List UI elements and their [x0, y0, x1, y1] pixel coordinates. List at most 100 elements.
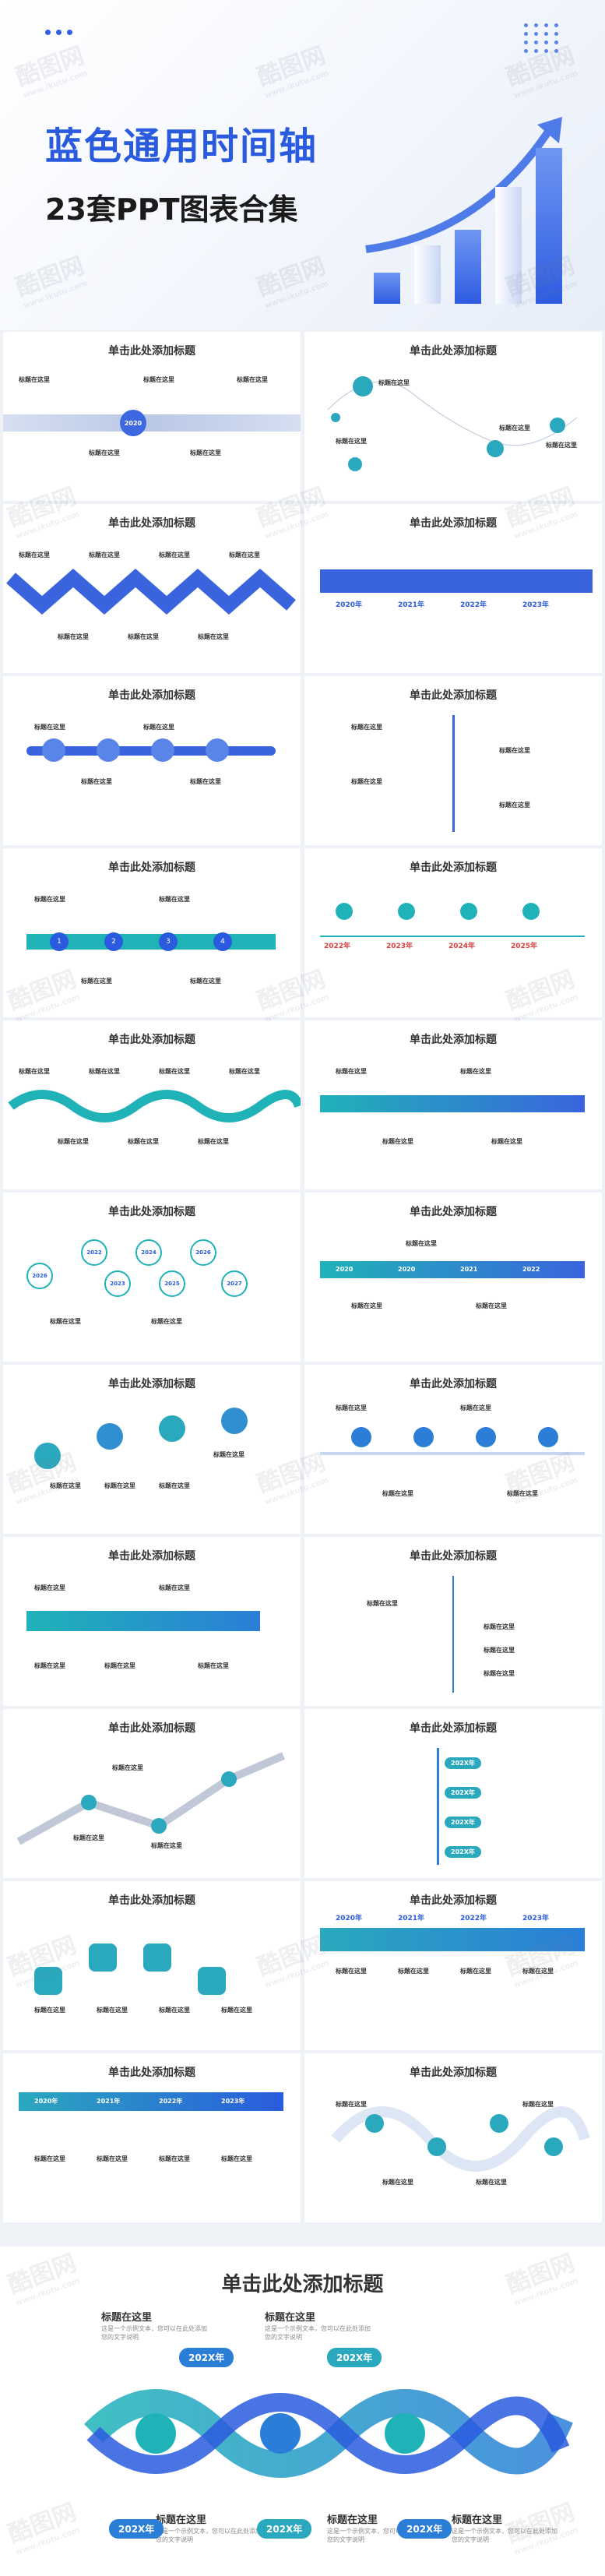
- item-label: 标题在这里: [159, 1482, 190, 1489]
- item-label: 标题在这里: [336, 1068, 367, 1075]
- slide-thumbnail[interactable]: 单击此处添加标题 2020 标题在这里 标题在这里 标题在这里 标题在这里 标题…: [3, 332, 301, 501]
- item-label: 标题在这里: [460, 1068, 491, 1075]
- item-label: 标题在这里: [198, 1138, 229, 1145]
- slide-title: 单击此处添加标题: [410, 862, 497, 874]
- item-label: 标题在这里: [351, 724, 382, 731]
- item-label: 标题在这里: [151, 1842, 182, 1849]
- item-label: 标题在这里: [143, 724, 174, 731]
- slide-thumbnail[interactable]: 单击此处添加标题 标题在这里 标题在这里 标题在这里 标题在这里: [3, 1365, 301, 1534]
- year-label: 2022年: [324, 943, 351, 950]
- timeline-axis: [320, 1452, 585, 1455]
- item-text: 这是一个示例文本，您可以在此处添加您的文字说明: [101, 2325, 207, 2341]
- year-label: 2025年: [511, 943, 538, 950]
- slide-thumbnail[interactable]: 单击此处添加标题 1 2 3 4 标题在这里 标题在这里 标题在这里 标题在这里: [3, 848, 301, 1017]
- item-label: 标题在这里: [237, 376, 268, 383]
- item-label: 标题在这里: [190, 449, 221, 456]
- year-label: 2022: [86, 1249, 102, 1256]
- slide-thumbnail[interactable]: 单击此处添加标题 2020年 2021年 2022年 2023年 标题在这里 标…: [3, 2053, 301, 2222]
- item-label: 标题在这里: [460, 1968, 491, 1975]
- step-number: 4: [220, 938, 225, 946]
- year-label: 2023年: [522, 601, 550, 609]
- rising-line-graphic: [16, 1752, 285, 1845]
- item-label: 标题在这里: [159, 896, 190, 903]
- item-label: 标题在这里: [159, 551, 190, 559]
- slide-title: 单击此处添加标题: [108, 1034, 195, 1046]
- item-label: 标题在这里: [159, 2155, 190, 2162]
- year-label: 2020: [398, 1266, 416, 1273]
- item-label: 标题在这里: [159, 2007, 190, 2014]
- year-label: 2020年: [34, 2098, 58, 2105]
- slide-thumbnail[interactable]: 单击此处添加标题 标题在这里 标题在这里 标题在这里 标题在这里: [304, 2053, 602, 2222]
- year-label: 2021: [460, 1266, 478, 1273]
- slide-title: 单击此处添加标题: [108, 689, 195, 702]
- item-label: 标题在这里: [351, 778, 382, 785]
- slide-thumbnail[interactable]: 单击此处添加标题 标题在这里 标题在这里 标题在这里 标题在这里: [304, 1365, 602, 1534]
- decor-dots: [45, 30, 72, 35]
- step-number: 3: [166, 938, 171, 946]
- slide-title: 单击此处添加标题: [410, 2067, 497, 2079]
- step-number: 2: [111, 938, 116, 946]
- year-label: 2026: [195, 1249, 211, 1256]
- item-label: 标题在这里: [50, 1482, 81, 1489]
- slide-thumbnail[interactable]: 单击此处添加标题 标题在这里 标题在这里 标题在这里 标题在这里 标题在这里 标…: [3, 504, 301, 673]
- slide-thumbnail[interactable]: 单击此处添加标题 标题在这里 标题在这里 标题在这里 标题在这里: [304, 1537, 602, 1706]
- item-label: 标题在这里: [89, 1068, 120, 1075]
- year-label: 2026: [32, 1273, 47, 1279]
- slide-thumbnail[interactable]: 单击此处添加标题 标题在这里 标题在这里 标题在这里 标题在这里 标题在这里 标…: [3, 1020, 301, 1189]
- item-label: 标题在这里: [19, 551, 50, 559]
- slide-thumbnail[interactable]: 单击此处添加标题 标题在这里 标题在这里 标题在这里 标题在这里: [304, 1020, 602, 1189]
- item-label: 标题在这里: [190, 778, 221, 785]
- item-label: 标题在这里: [327, 2514, 378, 2526]
- helix-timeline-graphic: [83, 2389, 573, 2478]
- slide-thumbnail[interactable]: 单击此处添加标题 标题在这里 标题在这里 标题在这里 标题在这里: [304, 332, 602, 501]
- slide-title: 单击此处添加标题: [108, 345, 195, 358]
- item-label: 标题在这里: [50, 1318, 81, 1325]
- slide-title: 单击此处添加标题: [108, 1722, 195, 1735]
- slide-thumbnail[interactable]: 单击此处添加标题 2020 2020 2021 2022 标题在这里 标题在这里…: [304, 1193, 602, 1362]
- year-label: 2023年: [221, 2098, 245, 2105]
- slide-thumbnail[interactable]: 单击此处添加标题 202X年 202X年 202X年 202X年: [304, 1709, 602, 1878]
- slide-thumbnail[interactable]: 单击此处添加标题 2020年 2021年 2022年 2023年 标题在这里 标…: [304, 1881, 602, 2050]
- item-label: 标题在这里: [367, 1600, 398, 1607]
- year-label: 2022年: [460, 1915, 487, 1922]
- item-label: 标题在这里: [499, 747, 530, 754]
- item-label: 标题在这里: [104, 1662, 135, 1669]
- year-pill: 202X年: [179, 2348, 234, 2367]
- year-pill: 202X年: [109, 2519, 164, 2539]
- slide-thumbnail[interactable]: 单击此处添加标题 2020年 2021年 2022年 2023年: [304, 504, 602, 673]
- item-label: 标题在这里: [89, 551, 120, 559]
- vertical-axis: [452, 1576, 454, 1693]
- slide-title: 单击此处添加标题: [410, 1206, 497, 1218]
- slide-thumbnail[interactable]: 单击此处添加标题 标题在这里 标题在这里 标题在这里: [3, 1709, 301, 1878]
- year-label: 2020: [124, 419, 142, 427]
- slide-thumbnail[interactable]: 单击此处添加标题 标题在这里 标题在这里 标题在这里 标题在这里: [3, 676, 301, 845]
- item-label: 标题在这里: [34, 2007, 65, 2014]
- item-label: 标题在这里: [491, 1138, 522, 1145]
- slide-title: 单击此处添加标题: [108, 2067, 195, 2079]
- item-label: 标题在这里: [34, 1662, 65, 1669]
- cover-title: 蓝色通用时间轴: [45, 125, 318, 168]
- item-label: 标题在这里: [382, 2179, 413, 2186]
- item-label: 标题在这里: [34, 724, 65, 731]
- slide-thumbnail[interactable]: 单击此处添加标题 2026 2022 2023 2024 2025 2026 2…: [3, 1193, 301, 1362]
- item-label: 标题在这里: [58, 1138, 89, 1145]
- wave-band-graphic: [8, 1090, 301, 1122]
- slide-thumbnail[interactable]: 单击此处添加标题 标题在这里 标题在这里 标题在这里 标题在这里: [3, 1881, 301, 2050]
- year-pill: 202X年: [445, 1846, 481, 1858]
- featured-slide[interactable]: 单击此处添加标题 标题在这里 这是一个示例文本，您可以在此处添加您的文字说明 标…: [0, 2247, 605, 2576]
- slide-thumbnail[interactable]: 单击此处添加标题 标题在这里 标题在这里 标题在这里 标题在这里 标题在这里: [3, 1537, 301, 1706]
- item-label: 标题在这里: [198, 633, 229, 640]
- slide-thumbnail[interactable]: 单击此处添加标题 2022年 2023年 2024年 2025年: [304, 848, 602, 1017]
- slide-thumbnail[interactable]: 单击此处添加标题 标题在这里 标题在这里 标题在这里 标题在这里: [304, 676, 602, 845]
- item-label: 标题在这里: [58, 633, 89, 640]
- slide-title: 单击此处添加标题: [108, 862, 195, 874]
- item-label: 标题在这里: [97, 2007, 128, 2014]
- item-label: 标题在这里: [101, 2312, 153, 2324]
- item-label: 标题在这里: [198, 1662, 229, 1669]
- item-label: 标题在这里: [351, 1302, 382, 1309]
- vertical-axis: [452, 715, 455, 832]
- item-label: 标题在这里: [476, 1302, 507, 1309]
- slide-title: 单击此处添加标题: [108, 1894, 195, 1907]
